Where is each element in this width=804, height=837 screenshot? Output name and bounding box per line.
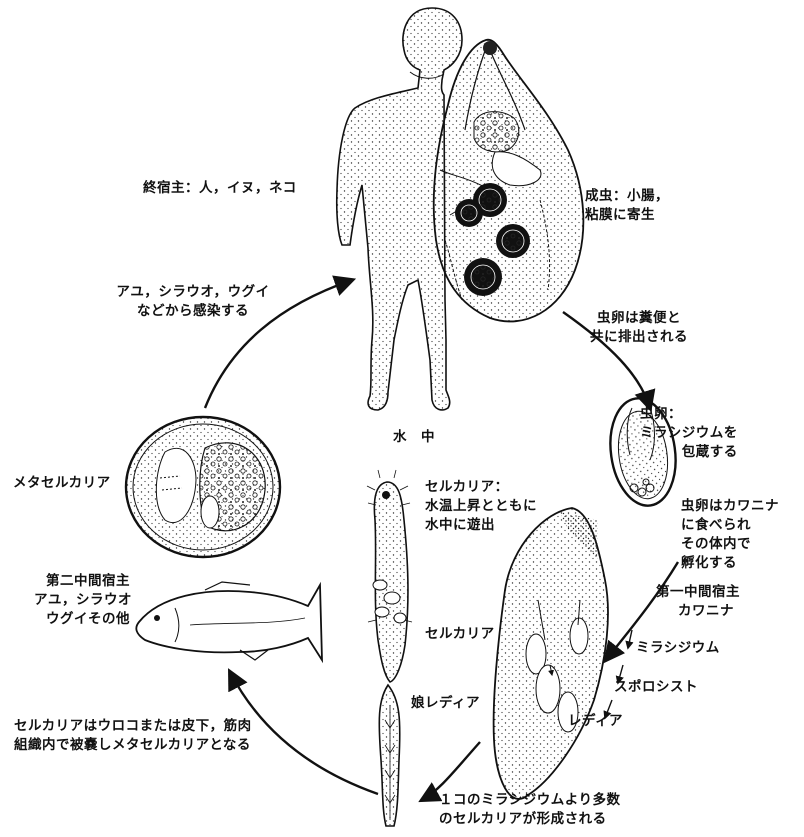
adult-fluke-label: 成虫：小腸， 粘膜に寄生 <box>585 187 669 225</box>
eggs-excreted-label-line: 虫卵は糞便と <box>590 309 688 328</box>
second-host-label: 第二中間宿主 アユ，シラウオ ウグイその他 <box>34 572 130 629</box>
cercaria-label: セルカリア <box>425 625 495 644</box>
encyst-label-line: セルカリアはウロコまたは皮下，筋肉 <box>14 717 252 736</box>
cercaria-column <box>367 470 412 826</box>
many-cercariae-label: １コのミラシジウムより多数 のセルカリアが形成される <box>439 791 620 829</box>
first-host-label-line: カワニナ <box>656 602 740 621</box>
adult-fluke <box>434 40 584 322</box>
first-host-label: 第一中間宿主 カワニナ <box>656 583 740 621</box>
sporocyst-label: スポロシスト <box>614 678 698 697</box>
cercaria-release-label: セルカリア： 水温上昇とともに 水中に遊出 <box>425 478 537 535</box>
encyst-label: セルカリアはウロコまたは皮下，筋肉 組織内で被嚢しメタセルカリアとなる <box>14 717 252 755</box>
many-cercariae-label-line: のセルカリアが形成される <box>439 810 620 829</box>
infection-label-line: アユ，シラウオ，ウグイ <box>103 283 283 302</box>
daughter-redia-label: 娘レディア <box>411 694 480 713</box>
second-host-label-line: ウグイその他 <box>34 610 130 629</box>
miracidium-label: ミラシジウム <box>636 639 720 658</box>
cercaria-release-label-line: セルカリア： <box>425 478 537 497</box>
eggs-excreted-label-line: 共に排出される <box>590 328 688 347</box>
egg-label-line: 包蔵する <box>640 443 738 462</box>
many-cercariae-label-line: １コのミラシジウムより多数 <box>439 791 620 810</box>
egg-hatch-label-line: その体内で <box>681 535 779 554</box>
sporocyst-redia <box>494 508 608 799</box>
definitive-host-label: 終宿主：人，イヌ，ネコ <box>143 179 297 198</box>
second-host-label-line: 第二中間宿主 <box>34 572 130 591</box>
egg-label-line: 虫卵： <box>640 405 738 424</box>
egg-hatch-label-line: 虫卵はカワニナ <box>681 497 779 516</box>
metacercaria-label: メタセルカリア <box>13 474 111 493</box>
fish <box>136 582 322 660</box>
egg-hatch-label-line: に食べられ <box>681 516 779 535</box>
second-host-label-line: アユ，シラウオ <box>34 591 130 610</box>
cercaria-release-label-line: 水中に遊出 <box>425 516 537 535</box>
egg-label: 虫卵： ミラシジウムを 包蔵する <box>640 405 738 462</box>
egg-hatch-label-line: 孵化する <box>681 554 779 573</box>
adult-fluke-label-line: 成虫：小腸， <box>585 187 669 206</box>
cercaria-release-label-line: 水温上昇とともに <box>425 497 537 516</box>
redia-label: レディア <box>568 712 623 731</box>
infection-label-line: などから感染する <box>103 302 283 321</box>
encyst-label-line: 組織内で被嚢しメタセルカリアとなる <box>14 736 252 755</box>
eggs-excreted-label: 虫卵は糞便と 共に排出される <box>590 309 688 347</box>
adult-fluke-label-line: 粘膜に寄生 <box>585 206 669 225</box>
first-host-label-line: 第一中間宿主 <box>656 583 740 602</box>
metacercaria-cyst <box>126 417 280 557</box>
in-water-label: 水 中 <box>393 428 435 447</box>
egg-hatch-label: 虫卵はカワニナ に食べられ その体内で 孵化する <box>681 497 779 573</box>
egg-label-line: ミラシジウムを <box>640 424 738 443</box>
infection-label: アユ，シラウオ，ウグイ などから感染する <box>103 283 283 321</box>
